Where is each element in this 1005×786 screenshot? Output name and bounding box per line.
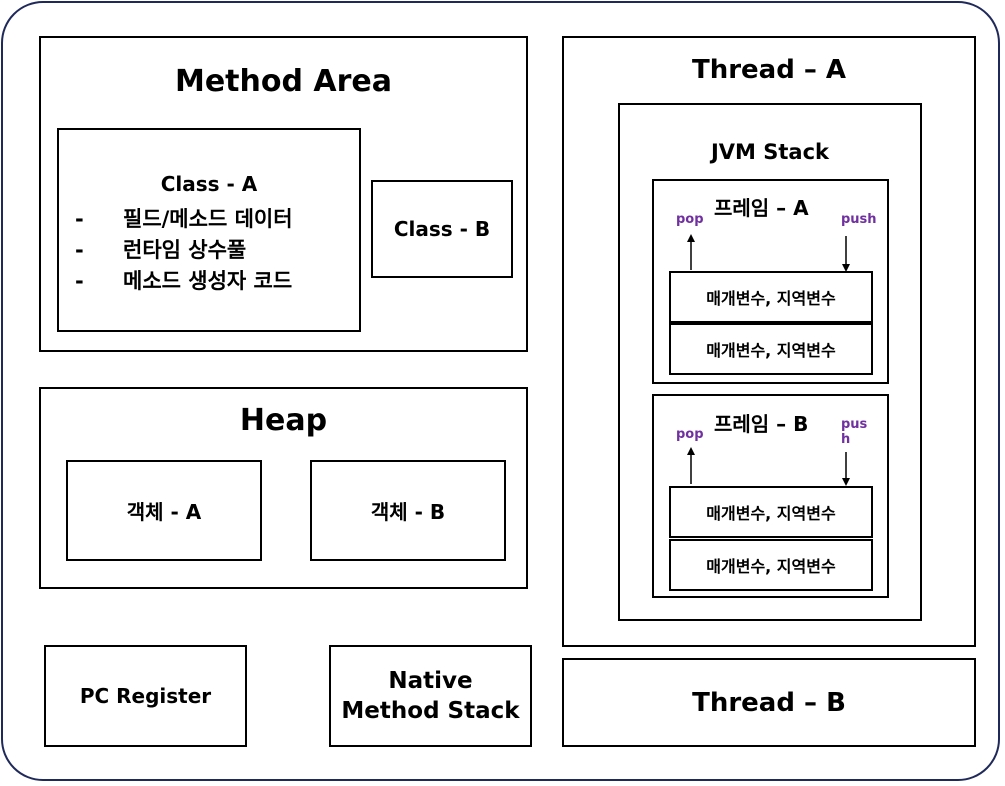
frame-a-pop-label: pop bbox=[676, 212, 704, 227]
native-method-stack-line1: Native bbox=[388, 668, 473, 694]
frame-a-row-1: 매개변수, 지역변수 bbox=[669, 271, 873, 323]
heap: Heap 객체 - A 객체 - B bbox=[39, 387, 528, 589]
thread-b: Thread – B bbox=[562, 658, 976, 747]
native-method-stack: Native Method Stack bbox=[329, 645, 532, 747]
list-item-text: 필드/메소드 데이터 bbox=[123, 207, 293, 231]
object-b-label: 객체 - B bbox=[370, 500, 446, 524]
object-a-box: 객체 - A bbox=[66, 460, 262, 561]
frame-a-push-label: push bbox=[841, 212, 877, 227]
list-item: - 필드/메소드 데이터 bbox=[75, 204, 293, 235]
frame-b-push-line2: h bbox=[841, 432, 851, 447]
class-b-box: Class - B bbox=[371, 180, 513, 278]
jvm-stack-title: JVM Stack bbox=[710, 140, 830, 164]
class-b-title: Class - B bbox=[393, 217, 491, 241]
frame-b-row-1: 매개변수, 지역변수 bbox=[669, 486, 873, 538]
list-item: - 메소드 생성자 코드 bbox=[75, 266, 293, 297]
heap-title: Heap bbox=[239, 403, 328, 438]
frame-a: 프레임 – A pop push 매개변수, 지역변수 매개변수, 지역변수 bbox=[652, 179, 889, 384]
list-item-text: 런타임 상수풀 bbox=[123, 238, 247, 262]
object-a-label: 객체 - A bbox=[126, 500, 202, 524]
native-method-stack-label: Native Method Stack bbox=[341, 666, 519, 726]
jvm-stack: JVM Stack 프레임 – A pop push 매개변수, 지역변수 매개… bbox=[618, 103, 922, 621]
class-a-box: Class - A - 필드/메소드 데이터 - 런타임 상수풀 - 메소드 생… bbox=[57, 128, 361, 332]
frame-b-push-line1: pus bbox=[841, 417, 868, 432]
class-a-list: - 필드/메소드 데이터 - 런타임 상수풀 - 메소드 생성자 코드 bbox=[75, 204, 293, 297]
method-area-title: Method Area bbox=[174, 64, 393, 99]
frame-b-row-2: 매개변수, 지역변수 bbox=[669, 539, 873, 591]
method-area: Method Area Class - A - 필드/메소드 데이터 - 런타임… bbox=[39, 36, 528, 352]
pc-register: PC Register bbox=[44, 645, 247, 747]
frame-b: 프레임 – B pop pus h 매개변수, 지역변수 매개변수, 지역변수 bbox=[652, 394, 889, 598]
frame-b-title: 프레임 – B bbox=[714, 412, 809, 436]
bullet: - bbox=[75, 269, 84, 293]
thread-a-title: Thread – A bbox=[691, 55, 847, 85]
list-item-text: 메소드 생성자 코드 bbox=[123, 269, 293, 293]
list-item: - 런타임 상수풀 bbox=[75, 235, 293, 266]
native-method-stack-line2: Method Stack bbox=[341, 698, 520, 724]
frame-a-row-2: 매개변수, 지역변수 bbox=[669, 323, 873, 375]
frame-a-title: 프레임 – A bbox=[714, 196, 809, 220]
frame-b-push-label: pus h bbox=[841, 417, 867, 447]
object-b-box: 객체 - B bbox=[310, 460, 506, 561]
thread-a: Thread – A JVM Stack 프레임 – A pop push 매개… bbox=[562, 36, 976, 647]
bullet: - bbox=[75, 238, 84, 262]
frame-b-pop-label: pop bbox=[676, 427, 704, 442]
class-a-title: Class - A bbox=[160, 172, 258, 196]
bullet: - bbox=[75, 207, 84, 231]
pc-register-label: PC Register bbox=[79, 684, 212, 708]
thread-b-title: Thread – B bbox=[692, 687, 846, 718]
